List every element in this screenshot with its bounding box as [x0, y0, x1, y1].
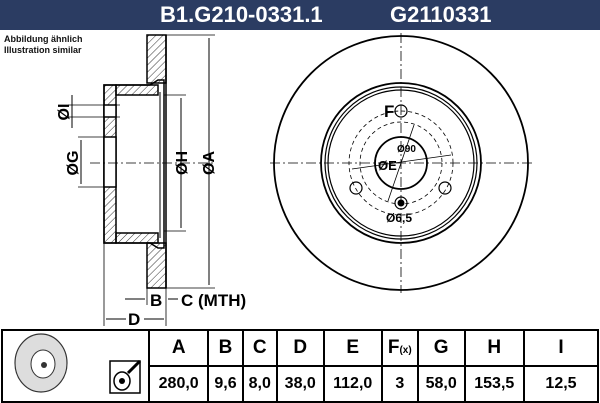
label-dia-i: ØI	[56, 104, 73, 121]
label-d: D	[128, 310, 140, 329]
label-dia-g: ØG	[65, 151, 82, 176]
value-g: 58,0	[416, 365, 466, 403]
value-e: 112,0	[322, 365, 383, 403]
header-c: C	[241, 329, 278, 367]
disc-thumbnail-icon	[13, 333, 141, 394]
label-c-mth: C (MTH)	[181, 291, 246, 310]
header-f: F(x)	[380, 329, 419, 367]
value-b: 9,6	[207, 365, 244, 403]
value-h: 153,5	[463, 365, 526, 403]
label-f: F	[384, 102, 394, 121]
note-en: Illustration similar	[4, 45, 82, 55]
value-a: 280,0	[147, 365, 210, 403]
front-labels: F Ø90 ØE Ø6,5	[378, 102, 416, 225]
header-bar: B1.G210-0331.1 G2110331	[0, 0, 600, 30]
header-i: I	[523, 329, 599, 367]
side-labels: ØI ØG ØH ØA B C (MTH) D	[56, 104, 246, 329]
side-view	[68, 34, 215, 326]
label-hole-dia: Ø6,5	[386, 211, 412, 225]
value-i: 12,5	[523, 365, 599, 403]
spec-table: A B C D E F(x) G H I 280,0 9,6 8,0 38,0 …	[1, 329, 599, 403]
product-image-cell	[1, 329, 150, 403]
illustration-note: Abbildung ähnlich Illustration similar	[4, 34, 83, 56]
label-dia-h: ØH	[174, 151, 191, 175]
header-f-suffix: (x)	[399, 345, 412, 356]
label-dia-a: ØA	[201, 151, 218, 175]
header-d: D	[275, 329, 325, 367]
header-f-letter: F	[387, 337, 400, 358]
value-c: 8,0	[241, 365, 278, 403]
header-e: E	[322, 329, 383, 367]
header-a: A	[147, 329, 210, 367]
front-view	[270, 33, 532, 293]
technical-drawing: ØI ØG ØH ØA B C (MTH) D F Ø90 ØE Ø6,5	[56, 33, 532, 329]
header-g: G	[416, 329, 466, 367]
value-f: 3	[380, 365, 419, 403]
value-d: 38,0	[275, 365, 325, 403]
part-number: B1.G210-0331.1	[160, 2, 323, 27]
table-value-row: 280,0 9,6 8,0 38,0 112,0 3 58,0 153,5 12…	[2, 365, 599, 403]
header-b: B	[207, 329, 244, 367]
note-de: Abbildung ähnlich	[4, 34, 83, 44]
label-pcd: Ø90	[397, 144, 416, 155]
header-h: H	[463, 329, 526, 367]
label-dia-e: ØE	[378, 158, 397, 173]
label-b: B	[150, 291, 162, 310]
table-header-row: A B C D E F(x) G H I	[1, 329, 599, 403]
alt-part-number: G2110331	[390, 2, 492, 27]
